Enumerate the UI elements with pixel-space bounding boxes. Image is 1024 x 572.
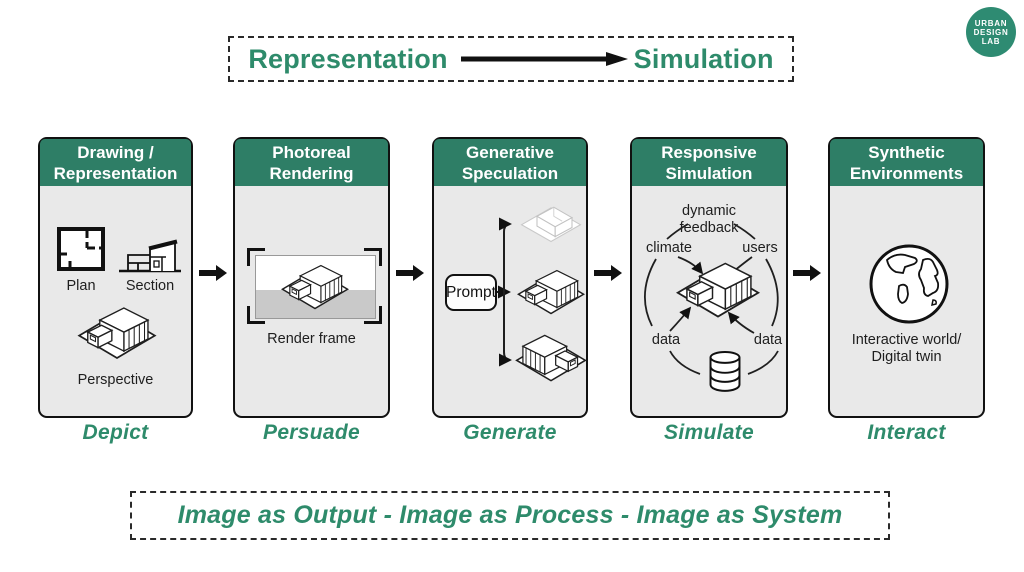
- card-drawing-representation: Drawing / Representation Plan Section Pe…: [38, 137, 193, 418]
- card-body: Interactive world/ Digital twin: [830, 186, 983, 416]
- card-responsive-simulation: Responsive Simulation dynamic feedback c…: [630, 137, 788, 418]
- caption-depict: Depict: [82, 421, 149, 444]
- card-title-line2: Simulation: [665, 164, 753, 183]
- flow-arrow-icon: [793, 265, 821, 281]
- caption-simulate: Simulate: [664, 421, 754, 444]
- globe-caption: Interactive world/ Digital twin: [830, 332, 983, 366]
- title-left: Representation: [248, 43, 448, 74]
- card-body: dynamic feedback climate users data data: [632, 186, 786, 416]
- branch-arrows-icon: [497, 217, 512, 367]
- card-title-line1: Responsive: [661, 143, 757, 162]
- caption-interact: Interact: [867, 421, 946, 444]
- representation-to-simulation-arrow-icon: [460, 52, 628, 66]
- data-right-label: data: [753, 332, 783, 348]
- card-body: Plan Section Perspective: [40, 186, 191, 416]
- card-header: Synthetic Environments: [830, 139, 983, 186]
- card-photoreal-rendering: Photoreal Rendering Render frame: [233, 137, 390, 418]
- flow-arrow-icon: [199, 265, 227, 281]
- globe-caption-line2: Digital twin: [871, 349, 942, 365]
- footer-text: Image as Output - Image as Process - Ima…: [177, 501, 843, 529]
- simulated-house-icon: [672, 258, 764, 322]
- title-right: Simulation: [633, 43, 774, 74]
- generated-massing-icon: [516, 199, 586, 249]
- title-banner: Representation Simulation: [228, 36, 794, 82]
- feedback-loop-arrows-icon: [643, 223, 779, 375]
- logo-line-2: DESIGN: [973, 27, 1009, 37]
- card-title-line2: Environments: [849, 164, 964, 183]
- database-icon: [709, 351, 741, 392]
- plan-icon: [57, 227, 105, 271]
- card-header: Responsive Simulation: [632, 139, 786, 186]
- render-frame: [247, 248, 382, 324]
- render-house-icon: [278, 261, 352, 313]
- card-title-line2: Representation: [53, 164, 178, 183]
- section-icon: [119, 239, 181, 273]
- globe-caption-line1: Interactive world/: [851, 332, 962, 348]
- caption-generate: Generate: [463, 421, 557, 444]
- card-synthetic-environments: Synthetic Environments Interactive world…: [828, 137, 985, 418]
- frame-corner-icon: [247, 248, 265, 266]
- card-header: Drawing / Representation: [40, 139, 191, 186]
- caption-persuade: Persuade: [263, 421, 360, 444]
- flow-arrow-icon: [594, 265, 622, 281]
- card-title-line2: Speculation: [461, 164, 559, 183]
- card-header: Generative Speculation: [434, 139, 586, 186]
- section-label: Section: [125, 278, 175, 294]
- perspective-label: Perspective: [77, 372, 154, 388]
- feedback-label: feedback: [679, 220, 739, 236]
- prompt-label: Prompt: [446, 283, 496, 301]
- users-label: users: [742, 240, 778, 256]
- generated-house-variant-icon: [512, 330, 590, 386]
- urban-design-lab-logo: URBAN DESIGN LAB: [966, 7, 1016, 57]
- card-header: Photoreal Rendering: [235, 139, 388, 186]
- render-image: [255, 255, 376, 319]
- logo-line-1: URBAN: [974, 18, 1008, 28]
- prompt-box: Prompt: [445, 274, 497, 311]
- render-frame-label: Render frame: [267, 331, 356, 347]
- climate-label: climate: [646, 240, 692, 256]
- plan-label: Plan: [66, 278, 96, 294]
- dynamic-label: dynamic: [682, 203, 736, 219]
- card-title-line1: Synthetic: [868, 143, 945, 162]
- data-left-label: data: [651, 332, 681, 348]
- frame-corner-icon: [364, 306, 382, 324]
- footer-banner: Image as Output - Image as Process - Ima…: [130, 491, 890, 540]
- card-title-line1: Generative: [466, 143, 554, 162]
- card-title-line2: Rendering: [269, 164, 354, 183]
- logo-line-3: LAB: [981, 36, 1001, 46]
- frame-corner-icon: [364, 248, 382, 266]
- globe-icon: [869, 244, 949, 324]
- perspective-house-icon: [74, 302, 160, 364]
- dynamic-feedback-label: dynamic feedback: [632, 203, 786, 237]
- card-title-line1: Photoreal: [272, 143, 351, 162]
- card-title-line1: Drawing /: [77, 143, 154, 162]
- card-generative-speculation: Generative Speculation Prompt: [432, 137, 588, 418]
- generated-house-icon: [514, 265, 588, 319]
- frame-corner-icon: [247, 306, 265, 324]
- card-body: Prompt: [434, 186, 586, 416]
- flow-arrow-icon: [396, 265, 424, 281]
- card-body: Render frame: [235, 186, 388, 416]
